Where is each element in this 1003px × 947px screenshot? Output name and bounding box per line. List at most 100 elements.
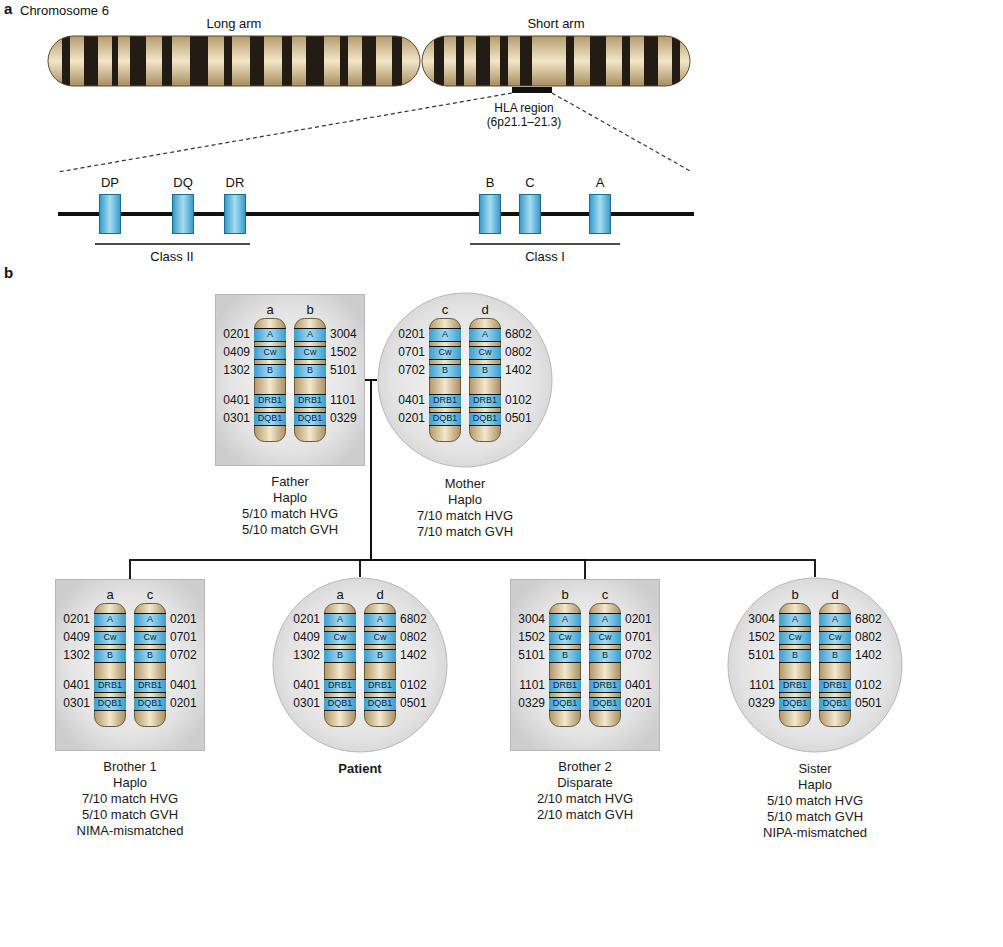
class-label: Class I [485, 249, 605, 265]
chromosome-band [224, 36, 232, 86]
chromosome-band [520, 36, 532, 86]
person-caption: Haplo [727, 777, 903, 793]
label-anchor: 6802 [505, 327, 549, 342]
allele-number: 0201 [170, 696, 214, 711]
hla-gene-band: Cw [549, 631, 581, 645]
label-anchor: 1502 [731, 630, 775, 645]
hla-gene-band: B [429, 364, 461, 378]
allele-number: 0802 [400, 630, 444, 645]
arm-outline [422, 36, 690, 86]
hla-gene-band: Cw [364, 631, 396, 645]
chromosome-band [476, 36, 490, 86]
allele-number: 0102 [505, 393, 549, 408]
haplotype-chromosome: dACwBDRB1DQB1 [819, 587, 851, 727]
hla-gene-band: B [779, 649, 811, 663]
label-anchor: 5101 [731, 648, 775, 663]
haplotype-letter: c [589, 587, 621, 603]
allele-number: 0409 [46, 630, 90, 645]
capsule-outline [430, 319, 461, 442]
label-anchor: 0201 [625, 612, 669, 627]
haplotype-chromosome: dACwBDRB1DQB1 [469, 302, 501, 442]
haplotype-letter: a [94, 587, 126, 603]
label-anchor: HLA region (6p21.1–21.3) [476, 101, 572, 129]
label-anchor: 0102 [855, 678, 899, 693]
label-anchor: 0201 [625, 696, 669, 711]
haplotype-chromosome: bACwBDRB1DQB1 [549, 587, 581, 727]
haplotype-chromosome: aACwBDRB1DQB1 [94, 587, 126, 727]
label-anchor: a [4, 0, 18, 18]
arm-label: Long arm [174, 16, 294, 32]
arm-label: Short arm [496, 16, 616, 32]
label-anchor: 0329 [330, 411, 374, 426]
hla-gene-band: DQB1 [429, 412, 461, 426]
hla-gene-band: Cw [294, 346, 326, 360]
haplotype-letter: b [549, 587, 581, 603]
allele-number: 1302 [276, 648, 320, 663]
label-anchor: 1402 [400, 648, 444, 663]
person-caption: Brother 1 [55, 759, 205, 775]
label-anchor: 3004 [501, 612, 545, 627]
hla-gene-band: DQB1 [94, 697, 126, 711]
person-caption: Disparate [510, 775, 660, 791]
allele-number: 1502 [731, 630, 775, 645]
gene-locus: B [470, 174, 510, 236]
chromosome-band [590, 36, 606, 86]
allele-number: 0401 [625, 678, 669, 693]
label-anchor: 0409 [46, 630, 90, 645]
hla-gene-band: DRB1 [589, 679, 621, 693]
panel-letter: b [4, 264, 18, 282]
label-anchor: 0201 [276, 612, 320, 627]
label-anchor: 0201 [206, 327, 250, 342]
label-anchor: 0802 [505, 345, 549, 360]
hla-gene-band: A [469, 328, 501, 342]
person-caption: Mother [377, 476, 553, 492]
hla-gene-band: B [549, 649, 581, 663]
long-arm [48, 36, 420, 86]
chromosome-body: ACwBDRB1DQB1 [779, 603, 811, 727]
label-anchor: 0301 [46, 696, 90, 711]
hla-gene-band: B [294, 364, 326, 378]
label-anchor: 1302 [46, 648, 90, 663]
label-anchor: 0201 [46, 612, 90, 627]
hla-gene-band: A [94, 613, 126, 627]
person-caption: 7/10 match HVG [55, 791, 205, 807]
chromosome-band [500, 36, 508, 86]
capsule-outline [590, 604, 621, 727]
allele-number: 0409 [206, 345, 250, 360]
capsule-outline [255, 319, 286, 442]
label-anchor: 0701 [625, 630, 669, 645]
label-anchor: 0201 [381, 327, 425, 342]
gene-locus: DQ [163, 174, 203, 236]
label-anchor: 0802 [855, 630, 899, 645]
allele-number: 3004 [501, 612, 545, 627]
allele-number: 0329 [731, 696, 775, 711]
haplotype-letter: c [134, 587, 166, 603]
chromosome-body: ACwBDRB1DQB1 [429, 318, 461, 442]
label-anchor: Long arm [174, 16, 294, 32]
allele-number: 6802 [505, 327, 549, 342]
female-circle [272, 577, 448, 753]
class-label: Class II [112, 249, 232, 265]
hla-gene-band: DRB1 [324, 679, 356, 693]
label-anchor: 0329 [731, 696, 775, 711]
person-caption: 5/10 match GVH [55, 807, 205, 823]
allele-number: 0201 [276, 612, 320, 627]
label-anchor: 0401 [625, 678, 669, 693]
allele-number: 0201 [381, 411, 425, 426]
gene-box [172, 194, 194, 234]
label-anchor: 3004 [330, 327, 374, 342]
panel-shape [273, 578, 447, 752]
label-anchor: Short arm [496, 16, 616, 32]
allele-number: 1402 [400, 648, 444, 663]
allele-number: 1502 [330, 345, 374, 360]
person-caption: NIMA-mismatched [55, 823, 205, 839]
chromosome-body: ACwBDRB1DQB1 [134, 603, 166, 727]
allele-number: 3004 [731, 612, 775, 627]
hla-gene-band: DRB1 [364, 679, 396, 693]
haplotype-letter: d [819, 587, 851, 603]
capsule-outline [550, 604, 581, 727]
chromosome-band [340, 36, 348, 86]
chromosome-body: ACwBDRB1DQB1 [94, 603, 126, 727]
hla-gene-band: Cw [469, 346, 501, 360]
hla-gene-band: Cw [819, 631, 851, 645]
